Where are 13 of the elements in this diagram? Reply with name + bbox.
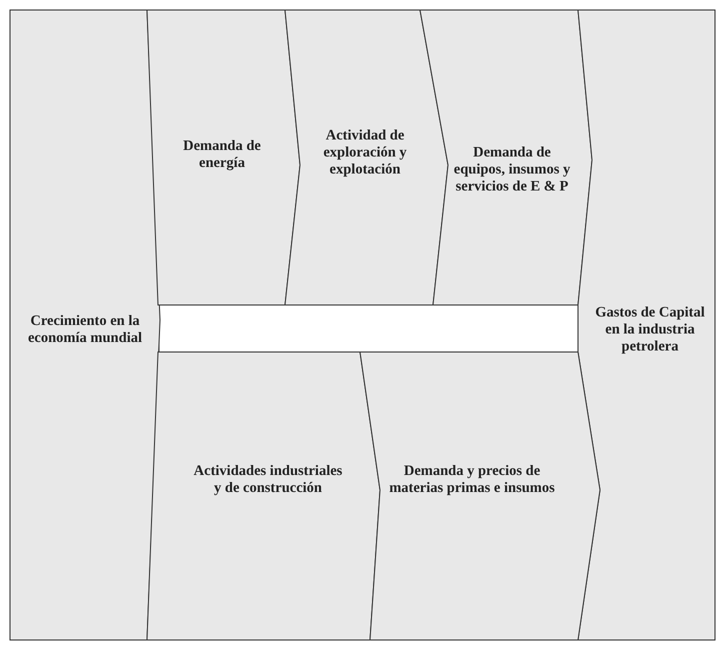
- chevron-label: Demanda de equipos, insumos y servicios de E & P: [452, 144, 572, 196]
- chevron-shape: [420, 10, 592, 305]
- chevron-label: Demanda de energía: [182, 138, 262, 172]
- chevron-shape: [147, 10, 300, 305]
- chevron-label: Crecimiento en la economía mundial: [27, 313, 143, 347]
- chevron-label: Gastos de Capital en la industria petrolera: [594, 304, 706, 356]
- chevron-label: Actividad de exploración y explotación: [322, 128, 408, 178]
- chevron-shape: [147, 352, 380, 640]
- chevron-shape: [360, 352, 600, 640]
- chevron-shape: [285, 10, 448, 305]
- chevron-shape: [578, 10, 715, 640]
- chevron-label: Demanda y precios de materias primas e insumos: [388, 463, 556, 497]
- chevron-label: Actividades industriales y de construcción: [193, 463, 343, 497]
